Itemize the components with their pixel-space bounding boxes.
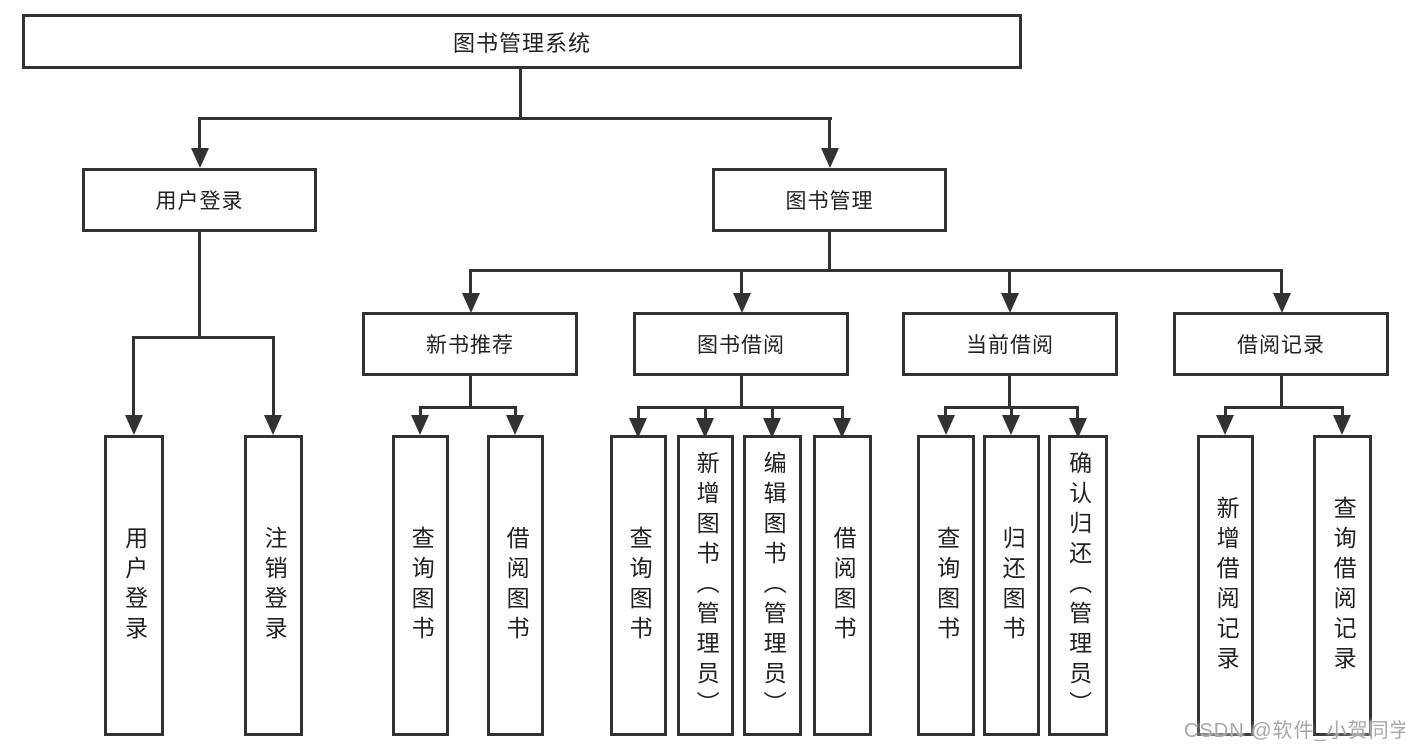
node-query-books-borrowing: 查询图书 xyxy=(610,435,667,736)
connector-line xyxy=(514,406,517,418)
connector-line xyxy=(1010,406,1013,418)
connector-line xyxy=(740,269,743,296)
node-add-books-admin: 新增图书（管理员） xyxy=(677,435,734,736)
connector-line xyxy=(704,406,707,418)
connector-line xyxy=(828,117,831,151)
connector-line xyxy=(132,336,275,339)
node-label: 用户登录 xyxy=(121,525,148,646)
connector-line xyxy=(469,376,472,409)
arrowhead-down-icon xyxy=(696,418,714,438)
arrowhead-down-icon xyxy=(264,415,282,435)
node-label: 新增借阅记录 xyxy=(1213,495,1240,676)
connector-line xyxy=(828,232,831,272)
connector-line xyxy=(419,406,517,409)
connector-line xyxy=(419,406,422,418)
node-label: 确认归还（管理员） xyxy=(1065,450,1092,721)
node-confirm-return-admin: 确认归还（管理员） xyxy=(1048,435,1108,736)
node-query-books-recommend: 查询图书 xyxy=(392,435,449,736)
connector-line xyxy=(469,269,472,296)
connector-line xyxy=(740,376,743,409)
node-label: 查询借阅记录 xyxy=(1330,495,1357,676)
node-add-borrow-record: 新增借阅记录 xyxy=(1197,435,1254,736)
node-library-management-system: 图书管理系统 xyxy=(22,14,1022,69)
connector-line xyxy=(944,406,947,418)
node-label: 借阅图书 xyxy=(503,525,530,646)
node-return-books: 归还图书 xyxy=(983,435,1040,736)
node-label: 借阅图书 xyxy=(830,525,857,646)
connector-line xyxy=(519,68,522,120)
node-borrow-books-borrowing: 借阅图书 xyxy=(813,435,872,736)
node-label: 图书管理系统 xyxy=(452,30,591,56)
connector-line xyxy=(1341,406,1344,418)
connector-line xyxy=(1224,406,1344,409)
node-label: 用户登录 xyxy=(155,190,244,213)
arrowhead-down-icon xyxy=(833,418,851,438)
connector-line xyxy=(841,406,844,418)
arrowhead-down-icon xyxy=(1333,415,1351,435)
arrowhead-down-icon xyxy=(1001,293,1019,313)
node-label: 编辑图书（管理员） xyxy=(760,450,787,721)
arrowhead-down-icon xyxy=(629,418,647,438)
connector-line xyxy=(469,269,1283,272)
node-label: 图书管理 xyxy=(785,190,874,213)
connector-line xyxy=(198,232,201,339)
csdn-watermark: CSDN @软件_小贺同学 xyxy=(1184,720,1405,742)
node-query-books-current: 查询图书 xyxy=(917,435,975,736)
connector-line xyxy=(272,336,275,418)
connector-line xyxy=(1280,376,1283,409)
connector-line xyxy=(1008,376,1011,409)
connector-line xyxy=(771,406,774,418)
node-label: 新书推荐 xyxy=(426,334,514,357)
connector-line xyxy=(198,117,201,151)
node-current-borrowing: 当前借阅 xyxy=(902,312,1118,376)
arrowhead-down-icon xyxy=(506,415,524,435)
node-label: 当前借阅 xyxy=(966,334,1054,357)
node-label: 查询图书 xyxy=(933,525,960,646)
arrowhead-down-icon xyxy=(1069,418,1087,438)
node-label: 借阅记录 xyxy=(1237,334,1325,357)
node-label: 查询图书 xyxy=(408,525,435,646)
arrowhead-down-icon xyxy=(1216,415,1234,435)
arrowhead-down-icon xyxy=(763,418,781,438)
node-new-book-recommendation: 新书推荐 xyxy=(362,312,578,376)
node-book-management: 图书管理 xyxy=(712,168,947,232)
connector-line xyxy=(1008,269,1011,296)
node-edit-books-admin: 编辑图书（管理员） xyxy=(743,435,802,736)
arrowhead-down-icon xyxy=(1002,415,1020,435)
node-label: 查询图书 xyxy=(626,525,653,646)
arrowhead-down-icon xyxy=(1273,293,1291,313)
node-logout: 注销登录 xyxy=(244,435,303,736)
connector-line xyxy=(637,406,844,409)
node-user-login: 用户登录 xyxy=(82,168,317,232)
node-user-login-leaf: 用户登录 xyxy=(104,435,164,736)
node-label: 新增图书（管理员） xyxy=(693,450,720,721)
arrowhead-down-icon xyxy=(937,415,955,435)
node-label: 注销登录 xyxy=(261,525,288,646)
connector-line xyxy=(1076,406,1079,418)
node-label: 归还图书 xyxy=(999,525,1026,646)
arrowhead-down-icon xyxy=(462,293,480,313)
connector-line xyxy=(198,117,832,120)
node-borrow-books-recommend: 借阅图书 xyxy=(487,435,544,736)
arrowhead-down-icon xyxy=(411,415,429,435)
arrowhead-down-icon xyxy=(733,293,751,313)
node-query-borrow-record: 查询借阅记录 xyxy=(1313,435,1372,736)
arrowhead-down-icon xyxy=(191,148,209,168)
node-label: 图书借阅 xyxy=(697,334,785,357)
connector-line xyxy=(1280,269,1283,296)
node-book-borrowing: 图书借阅 xyxy=(633,312,849,376)
connector-line xyxy=(1224,406,1227,418)
connector-line xyxy=(637,406,640,418)
arrowhead-down-icon xyxy=(821,148,839,168)
arrowhead-down-icon xyxy=(125,415,143,435)
node-borrowing-records: 借阅记录 xyxy=(1173,312,1389,376)
connector-line xyxy=(132,336,135,418)
